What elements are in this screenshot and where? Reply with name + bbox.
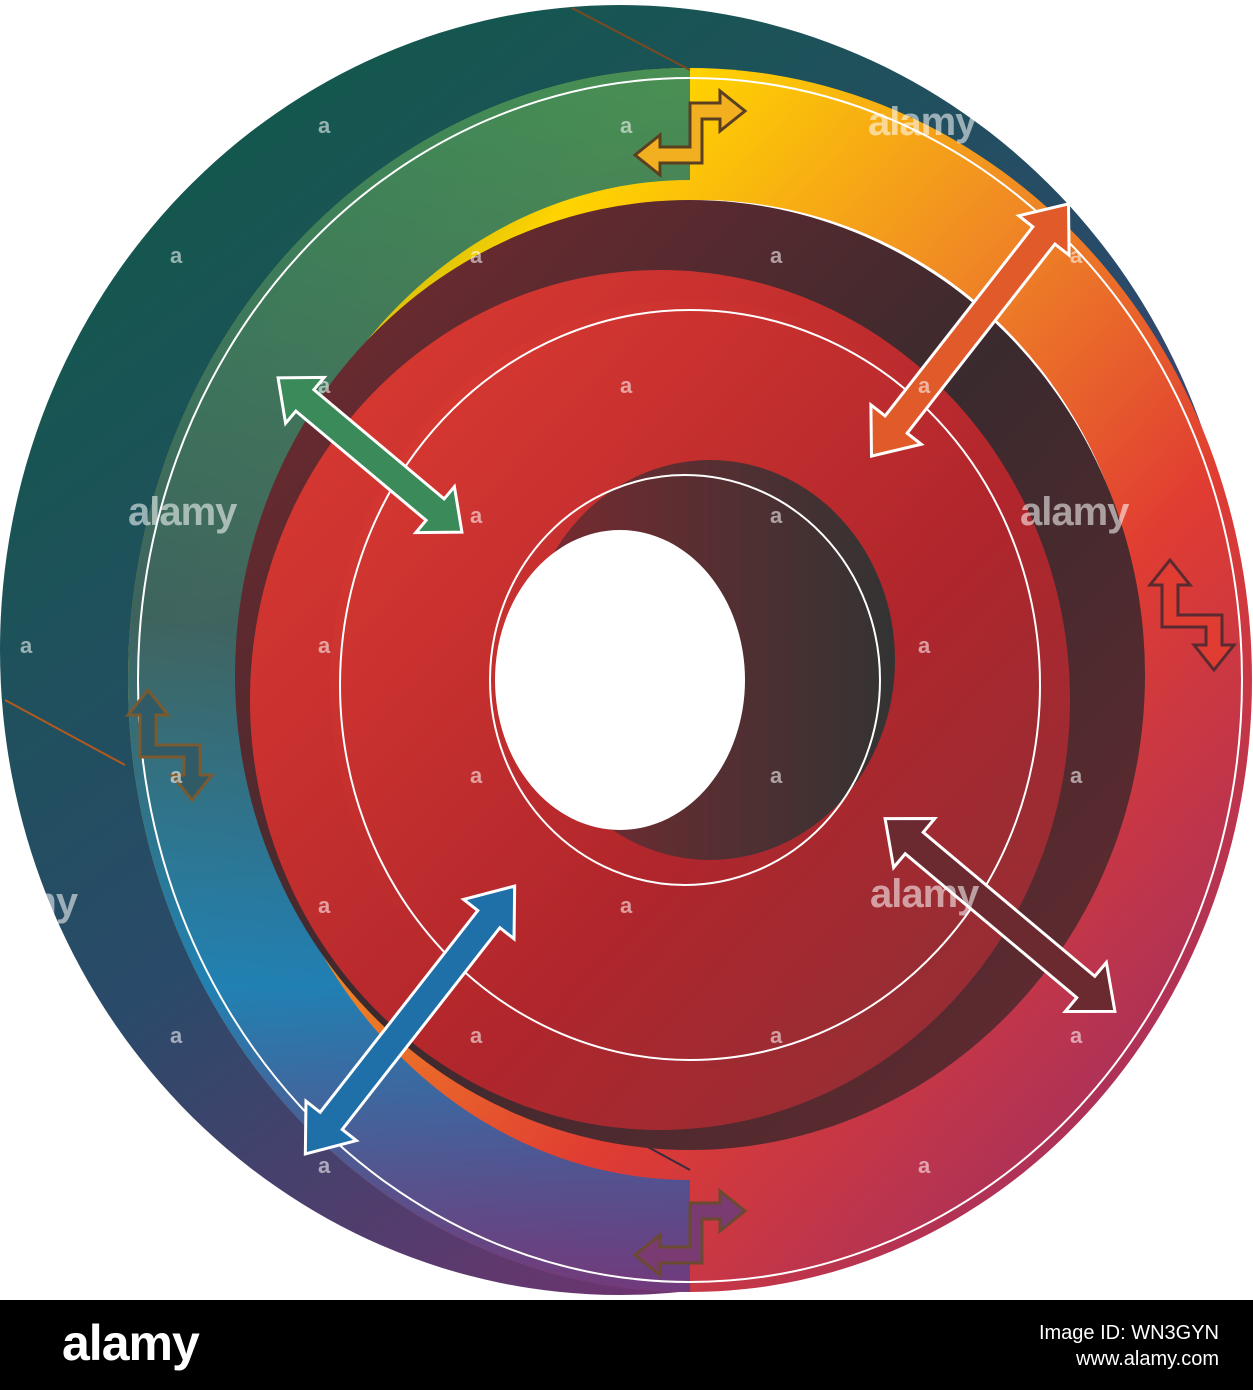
inner-disk-outline [339,309,1041,1061]
inner-hole [495,530,745,830]
footer-bar: alamy Image ID: WN3GYN www.alamy.com [0,1300,1253,1390]
outer-ring-outline [137,77,1243,1283]
double-arrow-icon [869,202,1071,458]
image-id-label: Image ID: WN3GYN [1038,1322,1219,1344]
inner-ring-outline [489,474,881,886]
step-arrow-icon [1146,557,1238,673]
process-cycle-diagram: alamy alamy alamy amy alamy a a a a a a … [0,5,1252,1295]
double-arrow-icon [276,375,464,535]
step-arrow-icon [632,87,748,179]
footer-info: Image ID: WN3GYN www.alamy.com [1039,1320,1219,1372]
step-arrow-icon [632,1187,748,1279]
footer-logo: alamy [62,1315,200,1371]
step-arrow-icon [124,687,216,803]
site-url: www.alamy.com [1076,1348,1219,1370]
segment-divider-left [4,699,126,766]
segment-divider-top [571,7,691,71]
double-arrow-icon [303,884,517,1156]
outer-ring-left-segment [128,68,690,1292]
ring-diagram-svg [0,5,1252,1295]
double-arrow-icon [883,816,1117,1014]
